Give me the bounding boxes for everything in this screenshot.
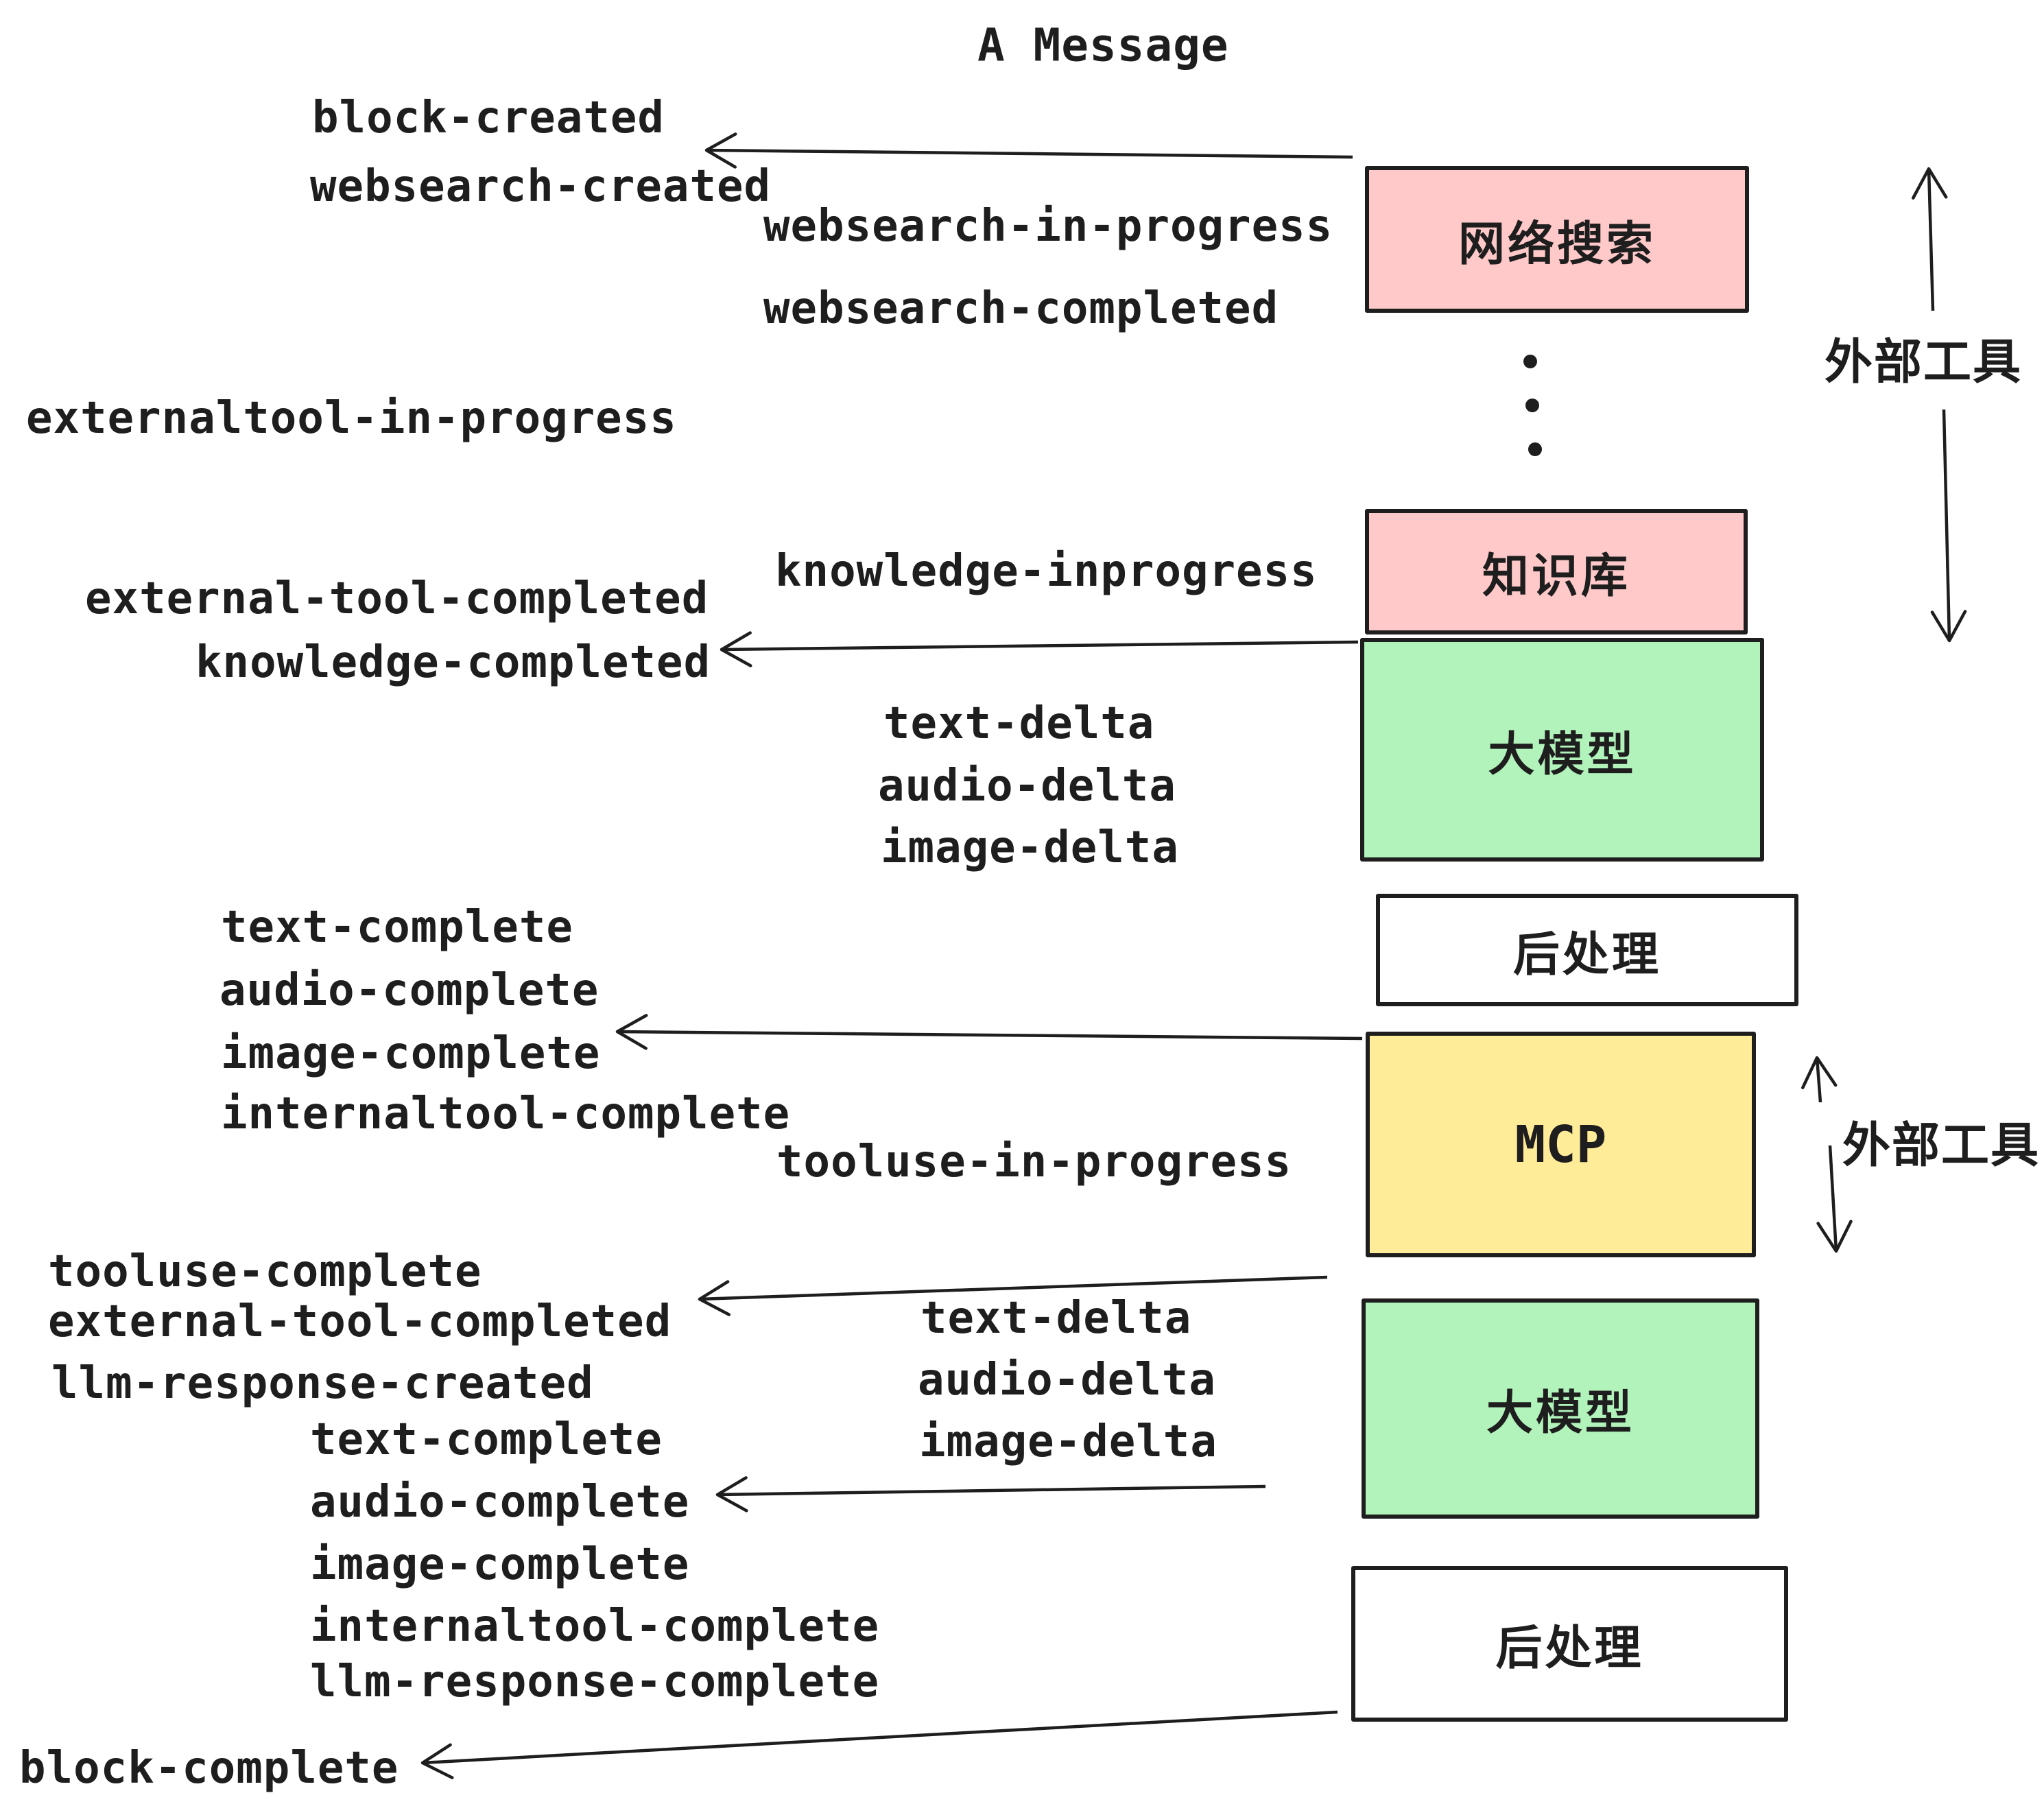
box-llm-bottom-label: 大模型 (1486, 1386, 1635, 1440)
mcp-external-tools-arrow-down (1816, 1145, 1853, 1253)
event-label-image-delta: image-delta (881, 822, 1179, 873)
event-label-internaltool-complete-2: internaltool-complete (310, 1601, 880, 1652)
box-llm-top: 大模型 (1360, 638, 1764, 862)
event-label-audio-complete: audio-complete (219, 965, 599, 1016)
event-label-knowledge-inprogress: knowledge-inprogress (775, 546, 1318, 597)
box-websearch: 网络搜索 (1365, 166, 1749, 313)
box-postprocess-bottom: 后处理 (1351, 1566, 1788, 1722)
event-label-audio-delta-2: audio-delta (918, 1355, 1216, 1405)
arrow-to-block-complete (420, 1710, 1338, 1779)
external-tools-span-arrow-down (1930, 409, 1967, 643)
event-label-image-complete: image-complete (221, 1028, 601, 1079)
event-label-text-complete: text-complete (221, 902, 573, 953)
event-label-external-tool-completed-2: external-tool-completed (48, 1296, 672, 1347)
side-label-external-tools-bottom: 外部工具 (1842, 1117, 2040, 1174)
event-label-block-complete: block-complete (19, 1743, 399, 1794)
box-postprocess-bottom-label: 后处理 (1495, 1622, 1644, 1676)
event-label-image-delta-2: image-delta (919, 1416, 1217, 1467)
event-label-text-complete-2: text-complete (310, 1414, 663, 1465)
box-knowledge-label: 知识库 (1482, 549, 1630, 604)
event-label-text-delta-2: text-delta (920, 1293, 1192, 1344)
side-label-external-tools-top: 外部工具 (1825, 333, 2022, 390)
event-label-image-complete-2: image-complete (310, 1539, 690, 1590)
event-label-knowledge-completed: knowledge-completed (195, 637, 711, 688)
event-label-audio-complete-2: audio-complete (310, 1477, 690, 1528)
arrow-to-knowledge-completed (720, 631, 1359, 667)
event-label-block-created: block-created (312, 93, 665, 143)
event-label-websearch-in-progress: websearch-in-progress (763, 201, 1333, 252)
box-mcp-label: MCP (1514, 1115, 1607, 1174)
box-knowledge: 知识库 (1365, 509, 1748, 634)
arrow-to-audio-complete (715, 1476, 1266, 1512)
arrow-to-block-created (704, 132, 1353, 169)
event-label-websearch-created: websearch-created (310, 161, 772, 212)
box-postprocess-top: 后处理 (1376, 894, 1798, 1006)
mcp-external-tools-arrow-up (1801, 1056, 1838, 1103)
external-tools-span-arrow-up (1911, 167, 1948, 311)
event-label-websearch-completed: websearch-completed (763, 283, 1279, 334)
box-websearch-label: 网络搜索 (1458, 217, 1656, 272)
box-mcp: MCP (1366, 1032, 1756, 1257)
box-llm-top-label: 大模型 (1488, 727, 1637, 782)
event-label-tooluse-complete: tooluse-complete (48, 1246, 482, 1297)
box-postprocess-top-label: 后处理 (1512, 927, 1661, 982)
event-label-internaltool-complete: internaltool-complete (221, 1089, 791, 1139)
event-label-llm-response-created: llm-response-created (51, 1358, 594, 1409)
event-label-tooluse-in-progress: tooluse-in-progress (776, 1137, 1292, 1187)
event-label-externaltool-in-progress: externaltool-in-progress (26, 393, 677, 444)
diagram-title: A Message (977, 19, 1229, 72)
box-llm-bottom: 大模型 (1362, 1298, 1759, 1519)
event-label-text-delta: text-delta (883, 698, 1155, 749)
event-label-audio-delta: audio-delta (878, 761, 1176, 811)
event-label-llm-response-complete: llm-response-complete (310, 1657, 880, 1707)
arrow-to-image-complete (615, 1014, 1363, 1050)
event-label-external-tool-completed: external-tool-completed (85, 573, 709, 624)
ellipsis-dots-icon (1523, 355, 1542, 456)
